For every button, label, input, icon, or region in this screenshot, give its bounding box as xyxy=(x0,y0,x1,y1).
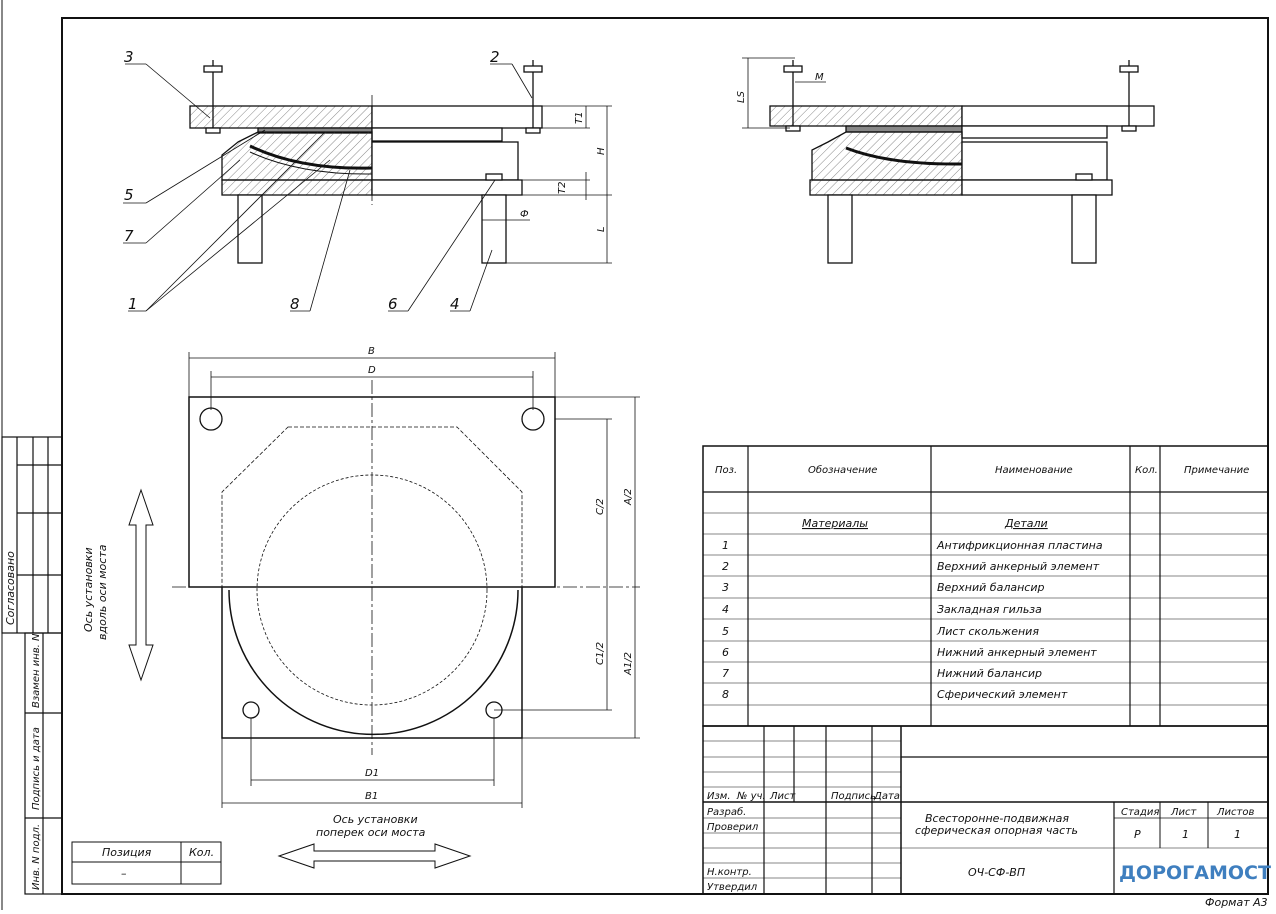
spec-row-name: Нижний балансир xyxy=(937,667,1042,680)
spec-header-designation: Обозначение xyxy=(808,464,877,476)
dim-c1-half: C1/2 xyxy=(595,642,606,665)
tb-change-uch: № уч. xyxy=(736,791,766,802)
dim-phi: Ф xyxy=(520,209,529,220)
plan-view xyxy=(172,380,640,755)
callout-2: 2 xyxy=(490,48,500,66)
dim-d1: D1 xyxy=(365,768,379,779)
spec-row-name: Лист скольжения xyxy=(936,625,1039,638)
tb-change-list: Лист xyxy=(769,791,797,802)
dim-b: B xyxy=(368,346,375,357)
spec-row-name: Нижний анкерный элемент xyxy=(937,646,1097,659)
callout-8: 8 xyxy=(290,295,300,313)
dim-a1-half: A1/2 xyxy=(623,652,634,676)
spec-row-name: Верхний анкерный элемент xyxy=(937,560,1100,573)
front-dimensions xyxy=(742,57,826,129)
spec-row-pos: 3 xyxy=(722,581,729,594)
tb-drawing-code: ОЧ-СФ-ВП xyxy=(968,866,1025,879)
spec-header-note: Примечание xyxy=(1184,465,1249,476)
sheet-format: Формат А3 xyxy=(1205,896,1268,909)
dim-d: D xyxy=(368,365,376,376)
spec-row-pos: 7 xyxy=(722,667,729,680)
side-dimensions xyxy=(482,105,612,264)
spec-row-name: Антифрикционная пластина xyxy=(936,539,1103,552)
position-value: – xyxy=(121,867,127,880)
spec-row-name: Закладная гильза xyxy=(937,603,1042,616)
position-header: Позиция xyxy=(102,846,152,859)
dim-ls: LS xyxy=(736,90,747,103)
dim-t1: T1 xyxy=(574,112,585,124)
callout-6: 6 xyxy=(388,295,398,313)
tb-sheets-header: Листов xyxy=(1216,807,1254,818)
tb-stage-header: Стадия xyxy=(1121,807,1159,818)
spec-row-pos: 4 xyxy=(722,603,729,616)
dim-l: L xyxy=(596,226,607,232)
spec-row-pos: 6 xyxy=(722,646,729,659)
spec-section-parts: Детали xyxy=(1004,517,1048,530)
spec-row-pos: 2 xyxy=(722,560,729,573)
dim-m: M xyxy=(815,72,824,83)
position-table xyxy=(71,841,222,885)
dim-h: H xyxy=(596,147,607,155)
spec-header-qty: Кол. xyxy=(1135,465,1158,476)
axis-arrow-across xyxy=(277,843,472,869)
callout-5: 5 xyxy=(124,186,134,204)
axis-along-line2: вдоль оси моста xyxy=(96,544,109,640)
plan-dimensions xyxy=(188,352,640,808)
spec-row-pos: 8 xyxy=(722,688,729,701)
position-qty-header: Кол. xyxy=(189,846,214,859)
spec-section-materials: Материалы xyxy=(802,517,868,530)
tb-role-approver: Утвердил xyxy=(707,882,758,893)
front-section-view xyxy=(769,60,1155,264)
title-block-grid xyxy=(702,725,1269,895)
tb-stage-value: Р xyxy=(1134,828,1141,841)
approval-stamp xyxy=(1,436,63,895)
axis-across-line1: Ось установки xyxy=(333,813,418,826)
tb-sheet-header: Лист xyxy=(1170,807,1198,818)
dim-t2: T2 xyxy=(557,182,568,194)
tb-sheets-value: 1 xyxy=(1234,828,1241,841)
tb-role-norm-control: Н.контр. xyxy=(707,867,752,878)
tb-change-date: Дата xyxy=(873,791,900,802)
tb-title-line1: Всесторонне-подвижная xyxy=(925,812,1069,825)
axis-arrow-along xyxy=(128,488,154,682)
spec-row-pos: 5 xyxy=(722,625,729,638)
tb-sheet-value: 1 xyxy=(1182,828,1189,841)
spec-header-pos: Поз. xyxy=(715,465,737,476)
tb-change-izm: Изм. xyxy=(707,791,731,802)
tb-role-checker: Проверил xyxy=(707,822,759,833)
spec-row-name: Верхний балансир xyxy=(937,581,1044,594)
stamp-sign-date: Подпись и дата xyxy=(31,727,42,810)
callout-4: 4 xyxy=(450,295,460,313)
spec-rows: 1 Антифрикционная пластина 2 Верхний анк… xyxy=(722,539,1103,701)
company-logo: ДОРОГАМОСТ xyxy=(1119,862,1271,884)
stamp-replace-inv: Взамен инв. N xyxy=(31,633,42,708)
dim-a-half: A/2 xyxy=(623,488,634,506)
dim-b1: B1 xyxy=(365,791,378,802)
spec-row-pos: 1 xyxy=(722,539,729,552)
dim-c-half: C/2 xyxy=(595,498,606,515)
axis-across-line2: поперек оси моста xyxy=(316,826,426,839)
stamp-inv-orig: Инв. N подл. xyxy=(31,824,42,890)
tb-title-line2: сферическая опорная часть xyxy=(915,824,1078,837)
callout-3: 3 xyxy=(124,48,134,66)
side-section-view xyxy=(189,60,543,264)
approved-label: Согласовано xyxy=(4,551,17,625)
spec-row-name: Сферический элемент xyxy=(937,688,1068,701)
axis-along-line1: Ось установки xyxy=(82,547,95,632)
tb-change-sign: Подпись xyxy=(831,791,876,802)
callout-1: 1 xyxy=(128,295,138,313)
callout-leaders xyxy=(123,63,533,312)
tb-role-developer: Разраб. xyxy=(707,806,746,818)
spec-header-name: Наименование xyxy=(995,465,1073,476)
callout-7: 7 xyxy=(124,227,134,245)
